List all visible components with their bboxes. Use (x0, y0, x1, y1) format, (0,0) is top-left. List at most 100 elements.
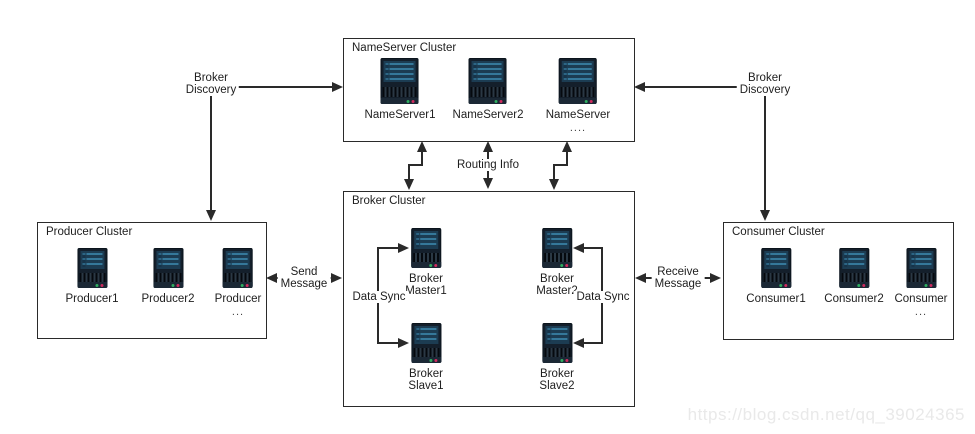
routing-zigzag-right-v2 (553, 164, 555, 181)
node-label: Broker Master2 (536, 273, 578, 297)
server-vent (382, 87, 417, 97)
led-green-icon (559, 263, 563, 267)
led-red-icon (176, 283, 179, 287)
server-foot (410, 357, 441, 363)
led-red-icon (861, 283, 865, 287)
led-green-icon (585, 99, 588, 103)
server-icon (410, 228, 441, 268)
broker-discovery-left-vline (210, 88, 212, 210)
data-sync-right-label: Data Sync (573, 291, 633, 303)
arrowhead-right-icon (398, 338, 409, 348)
server-foot (468, 98, 507, 104)
led-red-icon (564, 358, 568, 362)
server-foot (838, 282, 869, 288)
led-red-icon (433, 358, 437, 362)
receive-message-label: Receive Message (651, 266, 705, 290)
server-icon (838, 248, 869, 288)
led-green-icon (856, 283, 860, 287)
server-icon (541, 228, 572, 268)
node-broker-master1: Broker Master1 (405, 228, 447, 297)
node-producer-more: Producer ... (215, 248, 261, 318)
led-red-icon (783, 283, 787, 287)
ellipsis: ... (231, 306, 245, 318)
node-nameserver-more: NameServer .... (546, 58, 610, 134)
led-red-icon (100, 283, 103, 287)
led-green-icon (778, 283, 782, 287)
server-screen (544, 326, 569, 345)
led-red-icon (564, 263, 568, 267)
led-green-icon (428, 263, 432, 267)
node-label: Broker Slave2 (539, 368, 574, 392)
watermark-url: https://blog.csdn.net/qq_39024365 (687, 405, 965, 424)
server-vent (840, 273, 867, 282)
label-line2: Discovery (739, 84, 791, 96)
arrowhead-left-icon (266, 273, 277, 283)
broker-discovery-left-hline (212, 86, 334, 88)
led-green-icon (559, 358, 563, 362)
routing-zigzag-left-v1 (421, 150, 423, 166)
arrowhead-down-icon (483, 178, 493, 189)
routing-zigzag-left-h (408, 164, 423, 166)
led-green-icon (924, 283, 927, 287)
node-consumer-more: Consumer ... (894, 248, 948, 318)
server-foot (410, 262, 441, 268)
routing-zigzag-right-h (553, 164, 568, 166)
ellipsis: .... (569, 122, 587, 134)
node-label: Broker Master1 (405, 273, 447, 297)
server-vent (470, 87, 505, 97)
routing-zigzag-left-v2 (408, 164, 410, 181)
node-label-line2: Master1 (405, 285, 447, 297)
node-label: Consumer1 (746, 293, 806, 305)
nameserver-cluster-title: NameServer Cluster (352, 42, 457, 54)
label-line1: Broker (194, 72, 228, 84)
led-red-icon (499, 99, 503, 103)
arrowhead-left-icon (573, 243, 584, 253)
server-foot (77, 282, 107, 288)
node-label-line2: Slave2 (539, 380, 575, 392)
server-icon (906, 248, 936, 288)
arrowhead-left-icon (573, 338, 584, 348)
arrowhead-down-icon (760, 210, 770, 221)
consumer-cluster-title: Consumer Cluster (732, 226, 825, 238)
node-label: NameServer1 (364, 109, 436, 121)
server-screen (544, 231, 569, 250)
arrowhead-up-icon (417, 141, 427, 152)
node-label: NameServer2 (452, 109, 524, 121)
label-line2: Message (654, 278, 702, 290)
data-sync-left-h-bottom (377, 342, 399, 344)
node-label: Consumer2 (824, 293, 884, 305)
server-icon (153, 248, 183, 288)
led-green-icon (95, 283, 98, 287)
send-message-label: Send Message (277, 266, 331, 290)
arrowhead-up-icon (483, 141, 493, 152)
server-vent (155, 273, 181, 282)
led-red-icon (411, 99, 415, 103)
node-label: Producer1 (65, 293, 119, 305)
broker-discovery-right-label: Broker Discovery (736, 72, 794, 96)
label-line1: Send (290, 266, 318, 278)
arrowhead-right-icon (332, 82, 343, 92)
broker-cluster-title: Broker Cluster (352, 195, 426, 207)
arrowhead-right-icon (331, 273, 342, 283)
server-foot (222, 282, 253, 288)
led-red-icon (433, 263, 437, 267)
node-label: Broker Slave1 (408, 368, 443, 392)
server-icon (468, 58, 507, 104)
routing-zigzag-right-v1 (566, 150, 568, 166)
led-green-icon (428, 358, 432, 362)
server-vent (412, 253, 439, 262)
arrowhead-right-icon (710, 273, 721, 283)
led-red-icon (929, 283, 932, 287)
server-icon (410, 323, 441, 363)
data-sync-left-label: Data Sync (349, 291, 409, 303)
node-label-line2: Master2 (536, 285, 578, 297)
server-vent (762, 273, 789, 282)
server-vent (79, 273, 105, 282)
routing-info-label: Routing Info (453, 159, 523, 171)
server-icon (760, 248, 791, 288)
led-red-icon (590, 99, 593, 103)
node-nameserver2: NameServer2 (452, 58, 524, 121)
server-screen (156, 251, 180, 270)
server-foot (559, 98, 597, 104)
